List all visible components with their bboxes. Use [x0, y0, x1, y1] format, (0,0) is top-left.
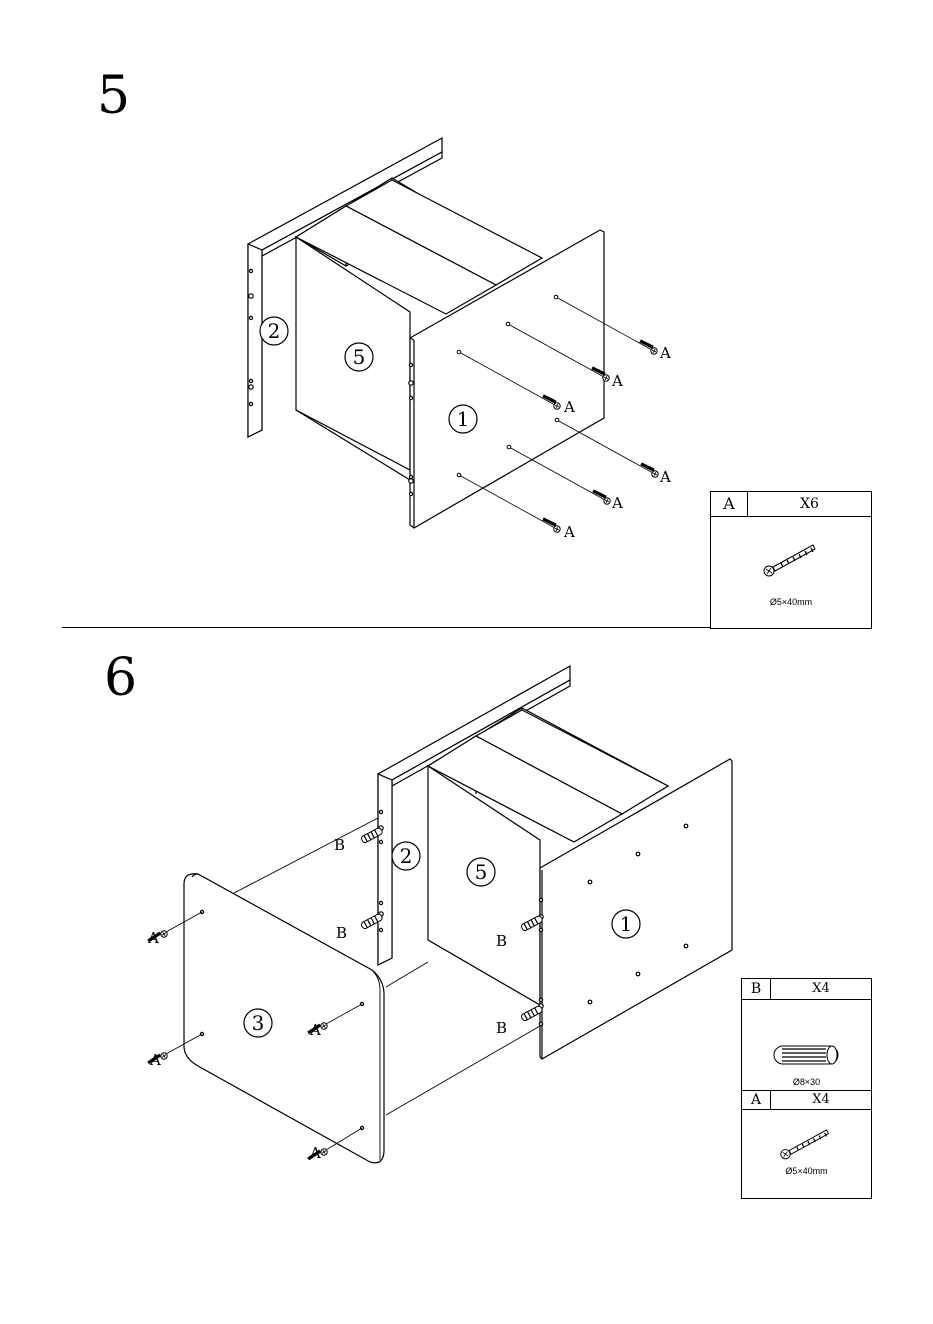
panel-2-front: [378, 774, 392, 965]
panel-2-label: 2: [268, 319, 281, 343]
panel-3-label: 3: [252, 1011, 265, 1035]
screw-label: A: [147, 929, 159, 947]
step-6-drawing: [147, 666, 732, 1166]
part-id: A: [711, 492, 748, 516]
screw-label: A: [309, 1144, 321, 1162]
part-id: A: [742, 1091, 771, 1109]
panel-3: [184, 874, 384, 1163]
part-spec: Ø5×40mm: [742, 1166, 871, 1176]
screw-label: A: [309, 1021, 321, 1039]
part-quantity: X4: [771, 1091, 871, 1109]
dowel-label: B: [336, 924, 347, 942]
dowel-label: B: [496, 932, 507, 950]
part-spec: Ø8×30: [742, 1077, 871, 1087]
screw-icon: [778, 1124, 834, 1162]
parts-header: B X4: [742, 979, 871, 1000]
panel-2-label: 2: [400, 844, 413, 868]
part-spec: Ø5×40mm: [711, 597, 871, 607]
panel-5-label: 5: [475, 860, 488, 884]
screw-label: A: [659, 344, 671, 362]
panel-1-label: 1: [620, 912, 633, 936]
step-5-parts-box: A X6 Ø5×40mm: [710, 491, 872, 629]
screw-label: A: [563, 523, 575, 541]
screw-label: A: [611, 372, 623, 390]
panel-1-label: 1: [457, 407, 470, 431]
panel-5-label: 5: [353, 345, 366, 369]
parts-header: A X4: [742, 1091, 871, 1110]
screw-label: A: [611, 494, 623, 512]
part-quantity: X6: [748, 492, 871, 516]
screw-label: A: [563, 398, 575, 416]
step-6-parts-box: B X4 Ø8×30 A X4 Ø5×40mm: [741, 978, 872, 1199]
dowel-label: B: [496, 1019, 507, 1037]
parts-header: A X6: [711, 492, 871, 517]
screw-label: A: [149, 1051, 161, 1069]
step-5-drawing: [248, 138, 658, 532]
part-quantity: X4: [771, 979, 871, 999]
dowel-icon: [772, 1040, 842, 1070]
part-id: B: [742, 979, 771, 999]
screw-icon: [761, 539, 821, 579]
screw-label: A: [659, 468, 671, 486]
dowel-label: B: [334, 836, 345, 854]
